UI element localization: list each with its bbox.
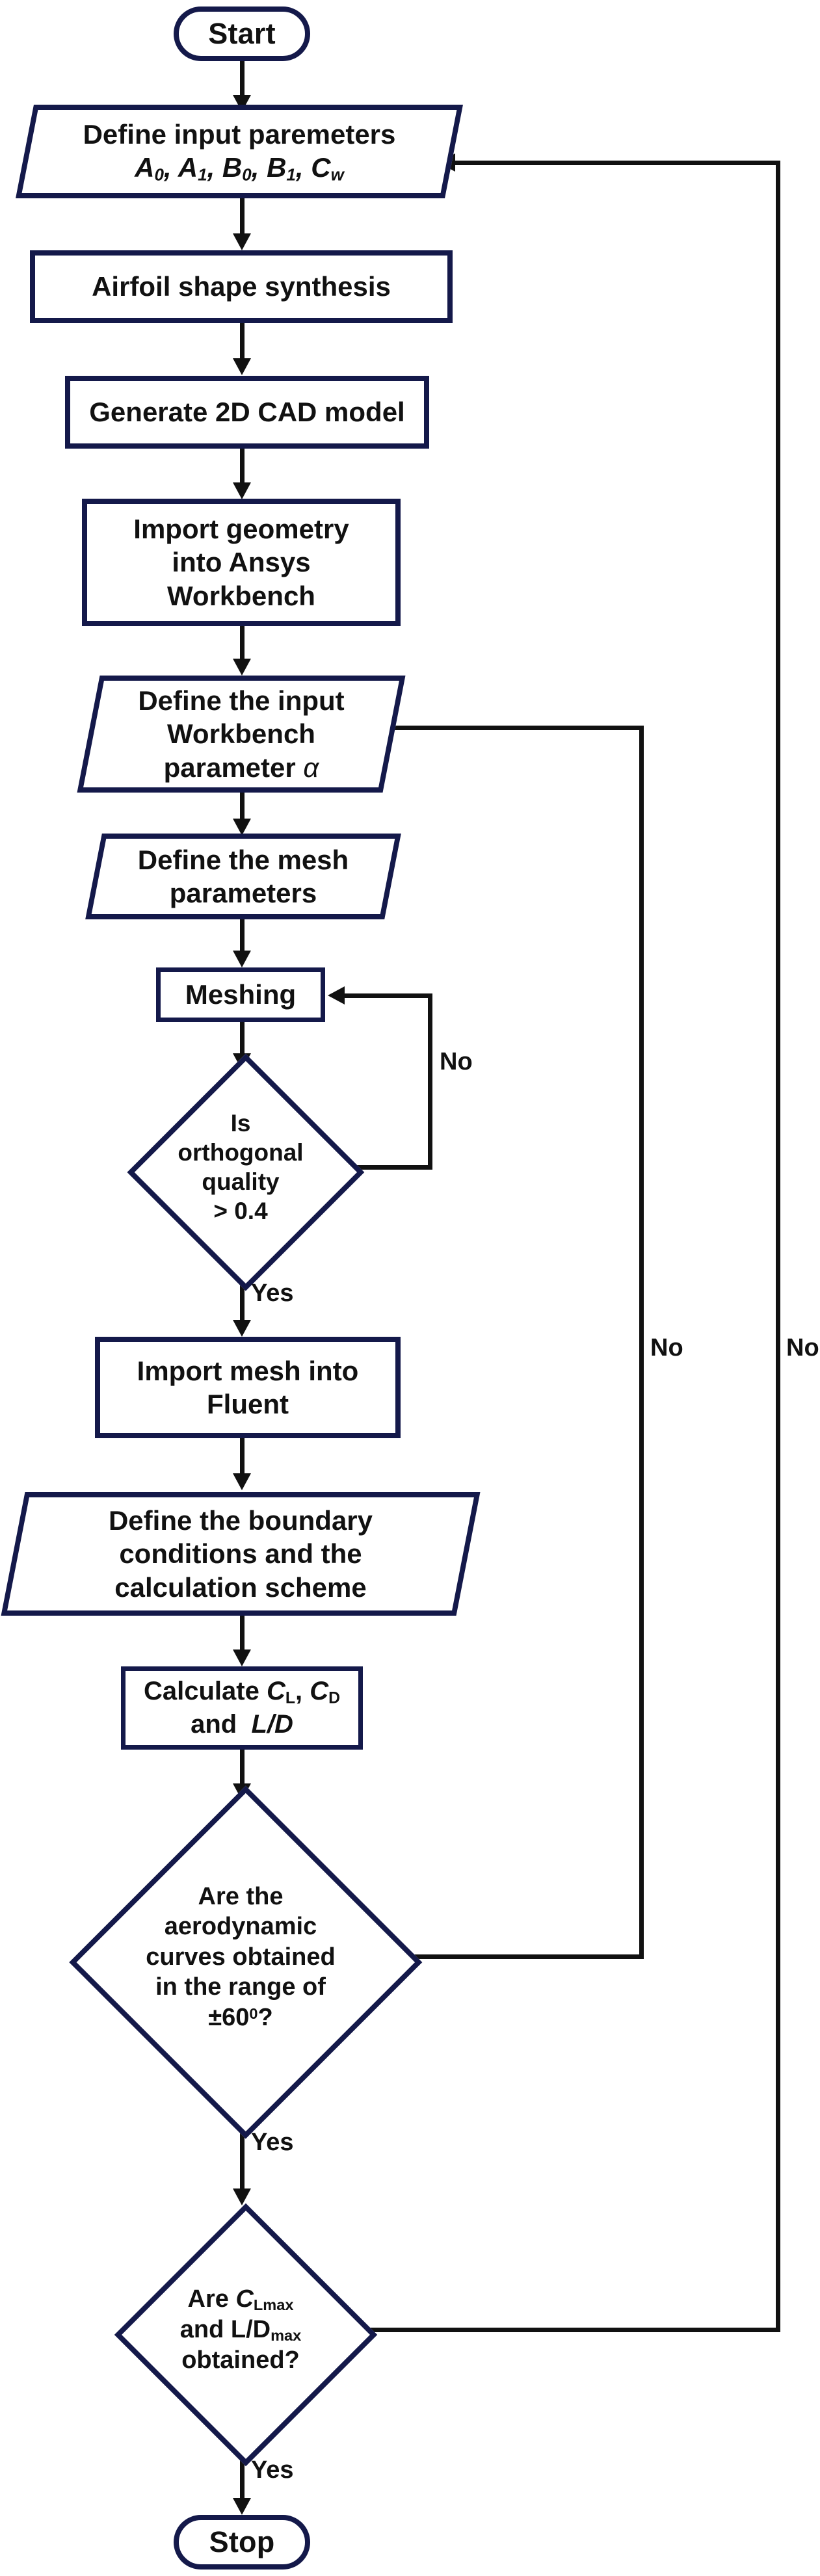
arrowhead-aero-yes <box>233 2188 251 2205</box>
connector-meshparams-to-meshing <box>240 919 245 956</box>
connector-start-to-input <box>240 61 245 100</box>
connector-aero-no-return <box>388 726 642 730</box>
node-import-geometry-line2: into Ansys <box>172 547 311 578</box>
connector-orthogonal-no-return <box>345 993 430 998</box>
arrowhead-meshparams-to-meshing <box>233 951 251 967</box>
node-max-values-line1: Are CLmax <box>187 2285 294 2314</box>
node-boundary-conditions-line1: Define the boundary <box>108 1505 373 1536</box>
connector-wbparam-to-meshparams <box>240 793 245 824</box>
connector-calculate-to-aero <box>240 1750 245 1787</box>
node-mesh-parameters-line2: parameters <box>169 878 317 908</box>
connector-orthogonal-no-vertical <box>428 993 432 1168</box>
arrowhead-importmesh-to-boundary <box>233 1473 251 1490</box>
node-airfoil-synthesis[interactable]: Airfoil shape synthesis <box>30 250 453 323</box>
connector-max-no-vertical <box>776 161 780 2332</box>
node-start[interactable]: Start <box>174 7 310 61</box>
connector-aero-no-vertical <box>639 726 644 1957</box>
node-import-mesh-line2: Fluent <box>207 1389 289 1419</box>
arrowhead-wbparam-to-meshparams <box>233 819 251 835</box>
arrowhead-synthesis-to-cad <box>233 358 251 375</box>
node-workbench-parameter-line2: Workbench <box>167 718 315 750</box>
node-import-geometry-line3: Workbench <box>167 580 315 611</box>
connector-max-yes <box>240 2454 245 2503</box>
node-boundary-conditions-line2: conditions and the <box>119 1538 362 1570</box>
node-orthogonal-quality-line1: Is <box>230 1109 251 1137</box>
node-input-parameters[interactable]: Define input paremeters A0, A1, B0, B1, … <box>16 105 463 198</box>
node-import-geometry-line1: Import geometry <box>133 514 349 545</box>
node-input-parameters-symbols: A0, A1, B0, B1, Cw <box>135 151 344 185</box>
connector-max-no-horizontal <box>351 2328 780 2332</box>
node-stop-label: Stop <box>209 2525 275 2558</box>
connector-synthesis-to-cad <box>240 323 245 363</box>
node-cad-model[interactable]: Generate 2D CAD model <box>65 376 429 449</box>
arrowhead-geometry-to-wbparam <box>233 659 251 676</box>
arrowhead-orthogonal-yes <box>233 1320 251 1337</box>
node-aero-curves-line4: in the range of <box>155 1973 326 2001</box>
connector-cad-to-geometry <box>240 449 245 488</box>
node-meshing[interactable]: Meshing <box>156 967 325 1022</box>
connector-geometry-to-wbparam <box>240 626 245 664</box>
connector-importmesh-to-boundary <box>240 1438 245 1479</box>
edge-label-mesh-loop-no: No <box>440 1048 473 1075</box>
edge-label-max-values-yes: Yes <box>251 2456 294 2484</box>
node-workbench-parameter-line1: Define the input <box>138 685 345 716</box>
node-orthogonal-quality[interactable]: Is orthogonal quality > 0.4 <box>127 1053 365 1291</box>
node-cad-model-label: Generate 2D CAD model <box>89 397 405 428</box>
node-orthogonal-quality-line2: orthogonal <box>178 1138 304 1166</box>
node-aero-curves-line5: ±600? <box>208 2003 273 2031</box>
node-import-mesh-line1: Import mesh into <box>137 1355 359 1386</box>
edge-label-orthogonal-yes: Yes <box>251 1280 294 1307</box>
node-workbench-parameter[interactable]: Define the input Workbench parameter α <box>77 676 406 793</box>
node-max-values-line3: obtained? <box>181 2346 300 2374</box>
node-aero-curves-line3: curves obtained <box>146 1943 336 1971</box>
node-calculate-line1: Calculate CL, CD <box>143 1677 341 1707</box>
node-import-mesh[interactable]: Import mesh into Fluent <box>95 1337 401 1438</box>
connector-aero-yes <box>240 2126 245 2194</box>
connector-aero-no-horizontal <box>362 1954 644 1959</box>
arrowhead-orthogonal-no-to-meshing <box>328 986 345 1005</box>
connector-meshing-to-orthogonal <box>240 1022 245 1058</box>
node-start-label: Start <box>208 16 276 50</box>
node-meshing-label: Meshing <box>185 979 297 1010</box>
arrowhead-input-to-synthesis <box>233 233 251 250</box>
connector-input-to-synthesis <box>240 198 245 239</box>
arrowhead-cad-to-geometry <box>233 482 251 499</box>
arrowhead-max-yes <box>233 2498 251 2515</box>
node-mesh-parameters[interactable]: Define the mesh parameters <box>85 834 401 919</box>
node-boundary-conditions-line3: calculation scheme <box>114 1571 367 1603</box>
edge-label-max-values-no: No <box>786 1334 819 1361</box>
node-max-values[interactable]: Are CLmax and L/Dmax obtained? <box>114 2203 378 2467</box>
node-aero-curves-line2: aerodynamic <box>164 1913 317 1941</box>
arrowhead-boundary-to-calculate <box>233 1649 251 1666</box>
node-aero-curves-line1: Are the <box>198 1883 284 1911</box>
edge-label-aero-curves-no: No <box>650 1334 683 1361</box>
connector-orthogonal-yes <box>240 1278 245 1325</box>
node-airfoil-synthesis-label: Airfoil shape synthesis <box>92 271 391 302</box>
node-boundary-conditions[interactable]: Define the boundary conditions and the c… <box>1 1492 481 1616</box>
node-input-parameters-line1: Define input paremeters <box>83 118 396 150</box>
node-orthogonal-quality-line4: > 0.4 <box>213 1198 268 1225</box>
node-workbench-parameter-line3: parameter α <box>163 752 319 783</box>
node-calculate[interactable]: Calculate CL, CD and L/D <box>121 1666 363 1750</box>
node-max-values-line2: and L/Dmax <box>179 2315 302 2344</box>
node-calculate-line2: and L/D <box>191 1709 293 1739</box>
node-import-geometry[interactable]: Import geometry into Ansys Workbench <box>82 499 401 626</box>
connector-max-no-return <box>455 161 778 165</box>
node-mesh-parameters-line1: Define the mesh <box>137 844 349 875</box>
edge-label-aero-curves-yes: Yes <box>251 2129 294 2156</box>
node-orthogonal-quality-line3: quality <box>202 1168 280 1195</box>
connector-boundary-to-calculate <box>240 1616 245 1655</box>
connector-orthogonal-no-horizontal <box>352 1165 432 1170</box>
node-aero-curves[interactable]: Are the aerodynamic curves obtained in t… <box>69 1785 423 2139</box>
node-stop[interactable]: Stop <box>174 2515 310 2569</box>
